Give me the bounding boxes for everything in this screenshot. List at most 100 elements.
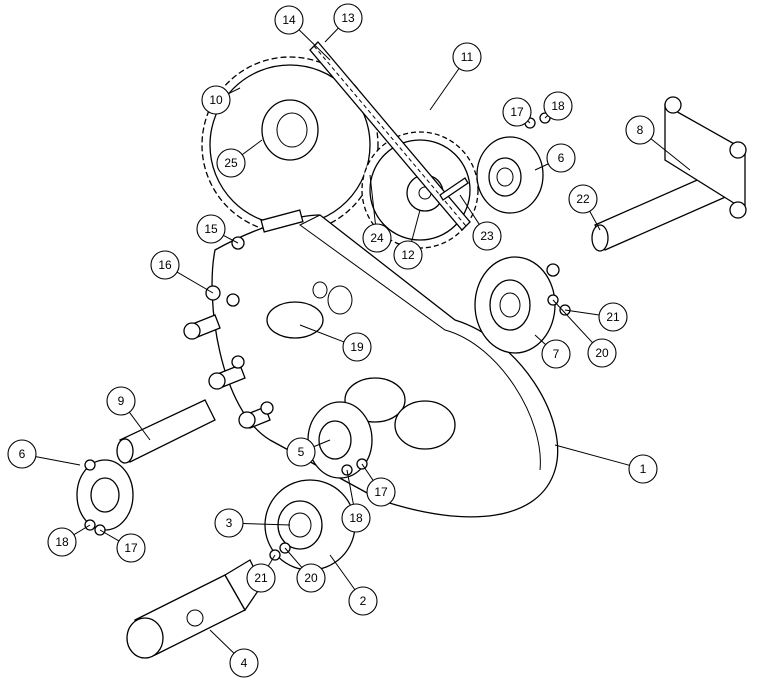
balloon-24: 24 [362, 223, 392, 253]
balloon-16: 16 [150, 250, 180, 280]
balloon-21: 21 [598, 302, 628, 332]
leader-line-22 [589, 211, 601, 231]
balloon-label: 8 [637, 123, 644, 137]
balloon-label: 24 [370, 231, 384, 245]
bolts [84, 112, 571, 561]
balloon-23: 23 [472, 221, 502, 251]
balloon-label: 22 [576, 192, 590, 206]
leader-line-3 [242, 522, 291, 526]
leader-line-23 [459, 194, 480, 225]
balloon-25: 25 [216, 148, 246, 178]
key-pin [439, 177, 469, 201]
leader-line-4 [209, 629, 235, 654]
leader-line-20 [552, 299, 593, 344]
leader-line-1 [554, 444, 630, 466]
leader-line-2 [329, 554, 356, 590]
housing-1 [211, 209, 559, 518]
balloon-label: 21 [254, 571, 268, 585]
balloon-5: 5 [286, 437, 316, 467]
leader-line-12 [411, 209, 421, 242]
balloon-label: 19 [350, 340, 364, 354]
leader-line-18 [544, 115, 549, 119]
shaft-4 [126, 559, 263, 659]
balloon-14: 14 [274, 5, 304, 35]
leader-line-20 [284, 547, 303, 568]
leader-line-21 [267, 554, 276, 567]
flange-bearing-6-left [76, 459, 134, 531]
balloon-19: 19 [342, 332, 372, 362]
balloon-20: 20 [587, 338, 617, 368]
leader-line-14 [298, 29, 331, 61]
balloon-label: 21 [606, 310, 620, 324]
balloon-label: 17 [124, 541, 138, 555]
balloon-label: 12 [401, 248, 415, 262]
balloon-label: 4 [241, 656, 248, 670]
balloon-label: 20 [595, 346, 609, 360]
leader-line-5 [313, 439, 331, 448]
balloon-label: 17 [510, 105, 524, 119]
balloon-17: 17 [502, 97, 532, 127]
balloon-17: 17 [116, 533, 146, 563]
leader-line-19 [299, 324, 345, 343]
balloon-label: 5 [298, 445, 305, 459]
balloon-label: 10 [209, 93, 223, 107]
balloon-label: 14 [282, 13, 296, 27]
balloon-label: 1 [640, 462, 647, 476]
balloon-label: 16 [158, 258, 172, 272]
balloon-label: 6 [558, 151, 565, 165]
flange-bearing-5 [307, 401, 373, 479]
balloon-label: 9 [118, 394, 125, 408]
balloon-7: 7 [541, 339, 571, 369]
leader-line-18 [346, 469, 354, 505]
balloon-11: 11 [452, 42, 482, 72]
balloon-label: 11 [461, 50, 474, 64]
balloon-12: 12 [393, 240, 423, 270]
leader-line-16 [176, 271, 214, 294]
balloon-6: 6 [7, 439, 37, 469]
leader-line-17 [361, 463, 374, 481]
leader-line-6 [35, 456, 81, 466]
leader-line-24 [369, 174, 376, 225]
balloon-label: 7 [553, 347, 560, 361]
leader-line-21 [564, 309, 600, 316]
leader-line-9 [128, 411, 151, 441]
balloon-label: 20 [304, 571, 318, 585]
shaft-22-with-plate-8 [591, 96, 747, 252]
balloon-label: 17 [374, 485, 388, 499]
balloon-8: 8 [625, 115, 655, 145]
balloon-3: 3 [214, 508, 244, 538]
balloon-20: 20 [296, 563, 326, 593]
balloon-18: 18 [47, 527, 77, 557]
leader-line-11 [429, 68, 460, 111]
balloon-label: 23 [480, 229, 494, 243]
leader-line-7 [534, 334, 546, 345]
leader-line-8 [650, 138, 691, 171]
flange-bearing-7 [474, 256, 556, 354]
flange-bearing-6-upper [476, 136, 544, 214]
balloon-label: 18 [551, 99, 565, 113]
balloon-label: 18 [55, 535, 69, 549]
balloon-15: 15 [196, 214, 226, 244]
balloon-label: 18 [349, 511, 363, 525]
balloon-label: 6 [19, 447, 26, 461]
balloon-2: 2 [348, 586, 378, 616]
leader-line-18 [73, 524, 91, 536]
leader-line-10 [228, 87, 241, 95]
leader-line-17 [99, 529, 120, 542]
leader-line-13 [324, 27, 339, 43]
shaft-9 [116, 399, 216, 464]
balloon-label: 3 [226, 516, 233, 530]
balloon-label: 15 [204, 222, 218, 236]
balloon-6: 6 [546, 143, 576, 173]
leader-line-25 [241, 139, 263, 156]
balloon-13: 13 [333, 3, 363, 33]
hub-25 [261, 99, 319, 161]
balloon-label: 2 [360, 594, 367, 608]
balloon-4: 4 [229, 648, 259, 678]
balloon-22: 22 [568, 184, 598, 214]
balloon-label: 13 [341, 11, 355, 25]
balloon-10: 10 [201, 85, 231, 115]
balloon-18: 18 [543, 91, 573, 121]
